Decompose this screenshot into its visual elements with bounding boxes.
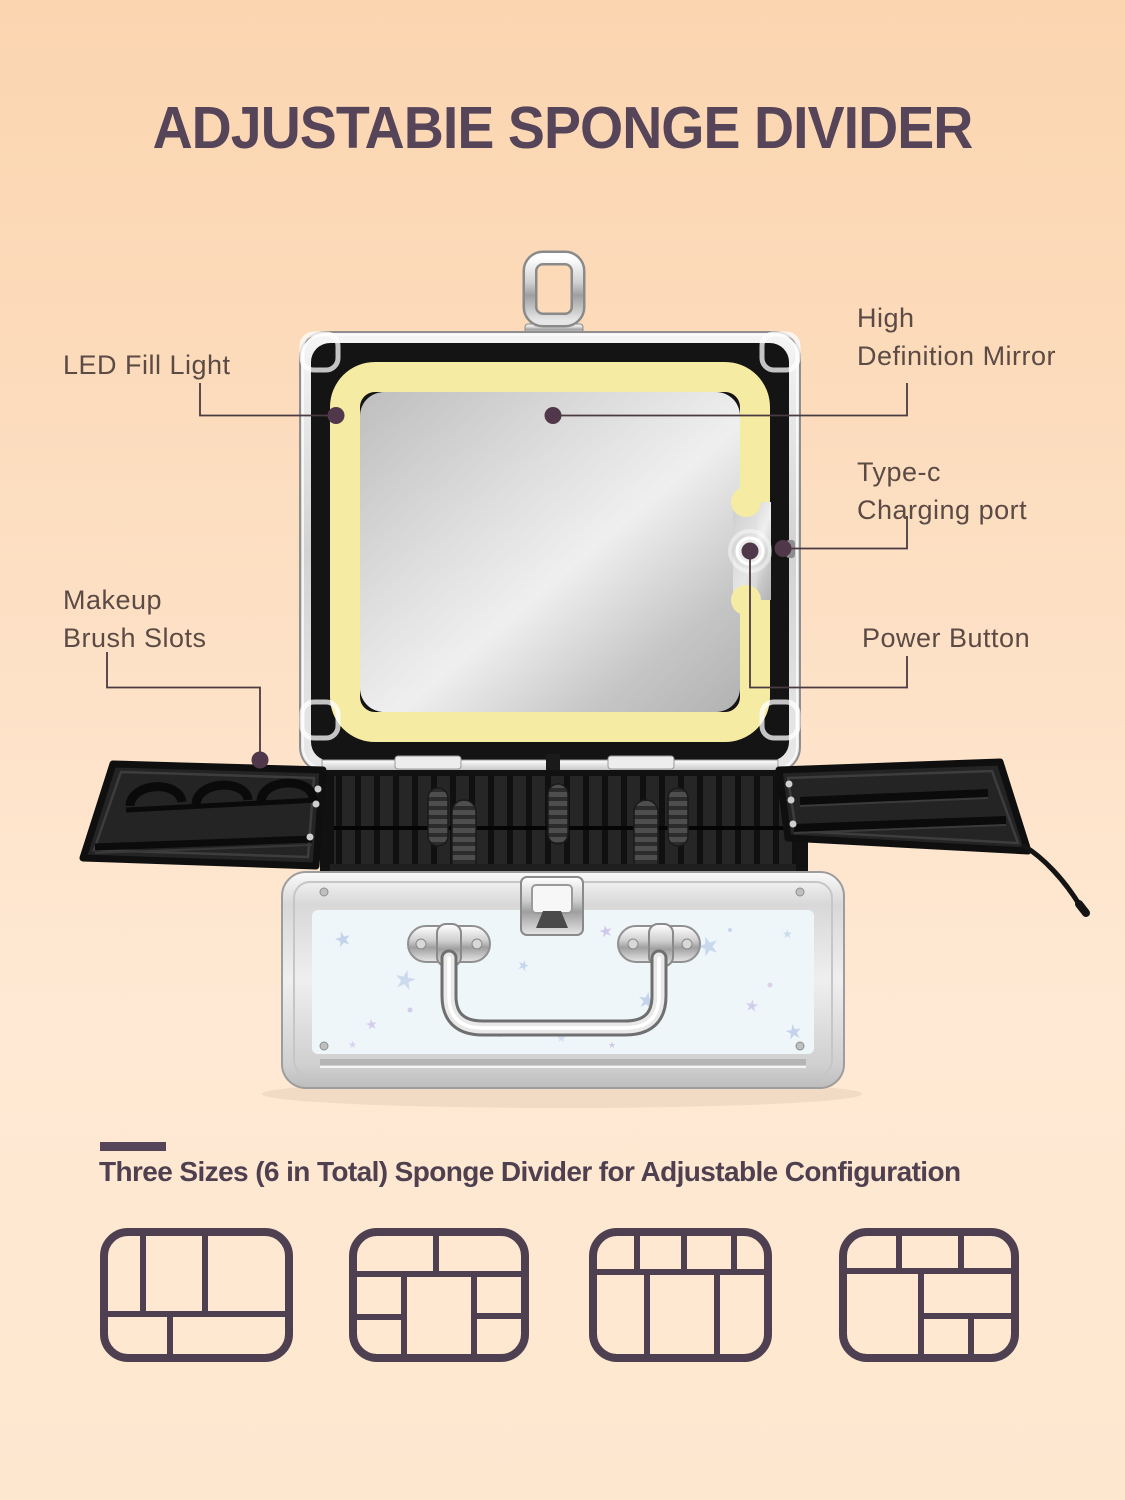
- callout-lines: [106, 383, 908, 756]
- sponge-divider-config-3: [589, 1228, 772, 1362]
- callout-line-mirror: [553, 383, 908, 417]
- svg-text:★: ★: [608, 1040, 616, 1050]
- dot-brush: [251, 751, 269, 769]
- zipper-cord: [1021, 843, 1082, 907]
- corner-screws: [319, 887, 805, 1051]
- callout-line-power: [749, 552, 908, 689]
- callout-line-brush: [106, 652, 261, 756]
- page-title: ADJUSTABIE SPONGE DIVIDER: [152, 95, 974, 161]
- strap-flap-right: [775, 758, 1090, 917]
- dot-typec: [774, 540, 792, 557]
- label-power-button: Power Button: [862, 623, 1031, 653]
- sponge-divider-config-2: [349, 1228, 529, 1362]
- svg-text:★: ★: [515, 956, 532, 975]
- label-type-c: Type-c Charging port: [857, 457, 1028, 525]
- dot-led: [327, 407, 345, 424]
- case-interior: [320, 770, 808, 884]
- sponge-divider-config-4: [839, 1228, 1019, 1362]
- lid-hook: [522, 250, 586, 334]
- brush-loops: [125, 778, 318, 808]
- label-makeup-brush-slots: Makeup Brush Slots: [63, 585, 207, 653]
- dot-mirror: [544, 407, 562, 424]
- svg-text:★: ★: [556, 1031, 567, 1045]
- label-led-fill-light: LED Fill Light: [63, 350, 231, 380]
- callout-line-led: [199, 383, 336, 417]
- dot-power: [741, 542, 759, 560]
- brush-flap-left: [79, 760, 327, 870]
- svg-text:★: ★: [348, 1040, 357, 1051]
- callout-line-typec: [783, 516, 908, 550]
- bottom-heading: Three Sizes (6 in Total) Sponge Divider …: [99, 1156, 961, 1187]
- lid: [299, 331, 801, 773]
- mirror-glass: [360, 392, 740, 712]
- svg-text:★: ★: [364, 1015, 379, 1033]
- svg-text:★: ★: [597, 922, 615, 942]
- case-latch: [520, 876, 584, 936]
- divider-posts: [427, 783, 689, 875]
- svg-text:★: ★: [783, 1020, 804, 1045]
- svg-text:★: ★: [782, 927, 793, 941]
- case-handle: [440, 949, 668, 1037]
- lid-corner-bumpers: [299, 331, 801, 741]
- label-hd-mirror: High Definition Mirror: [857, 303, 1057, 371]
- svg-text:★: ★: [743, 997, 760, 1016]
- heading-accent-bar: [100, 1142, 166, 1151]
- svg-text:★: ★: [332, 927, 355, 953]
- callout-dots: [251, 407, 792, 769]
- sponge-divider-config-1: [100, 1228, 293, 1362]
- case-body: ★ ★ ★ ★ ★ ★ ★ ★ ★ ★ ★ ★ ★ ★: [281, 871, 845, 1089]
